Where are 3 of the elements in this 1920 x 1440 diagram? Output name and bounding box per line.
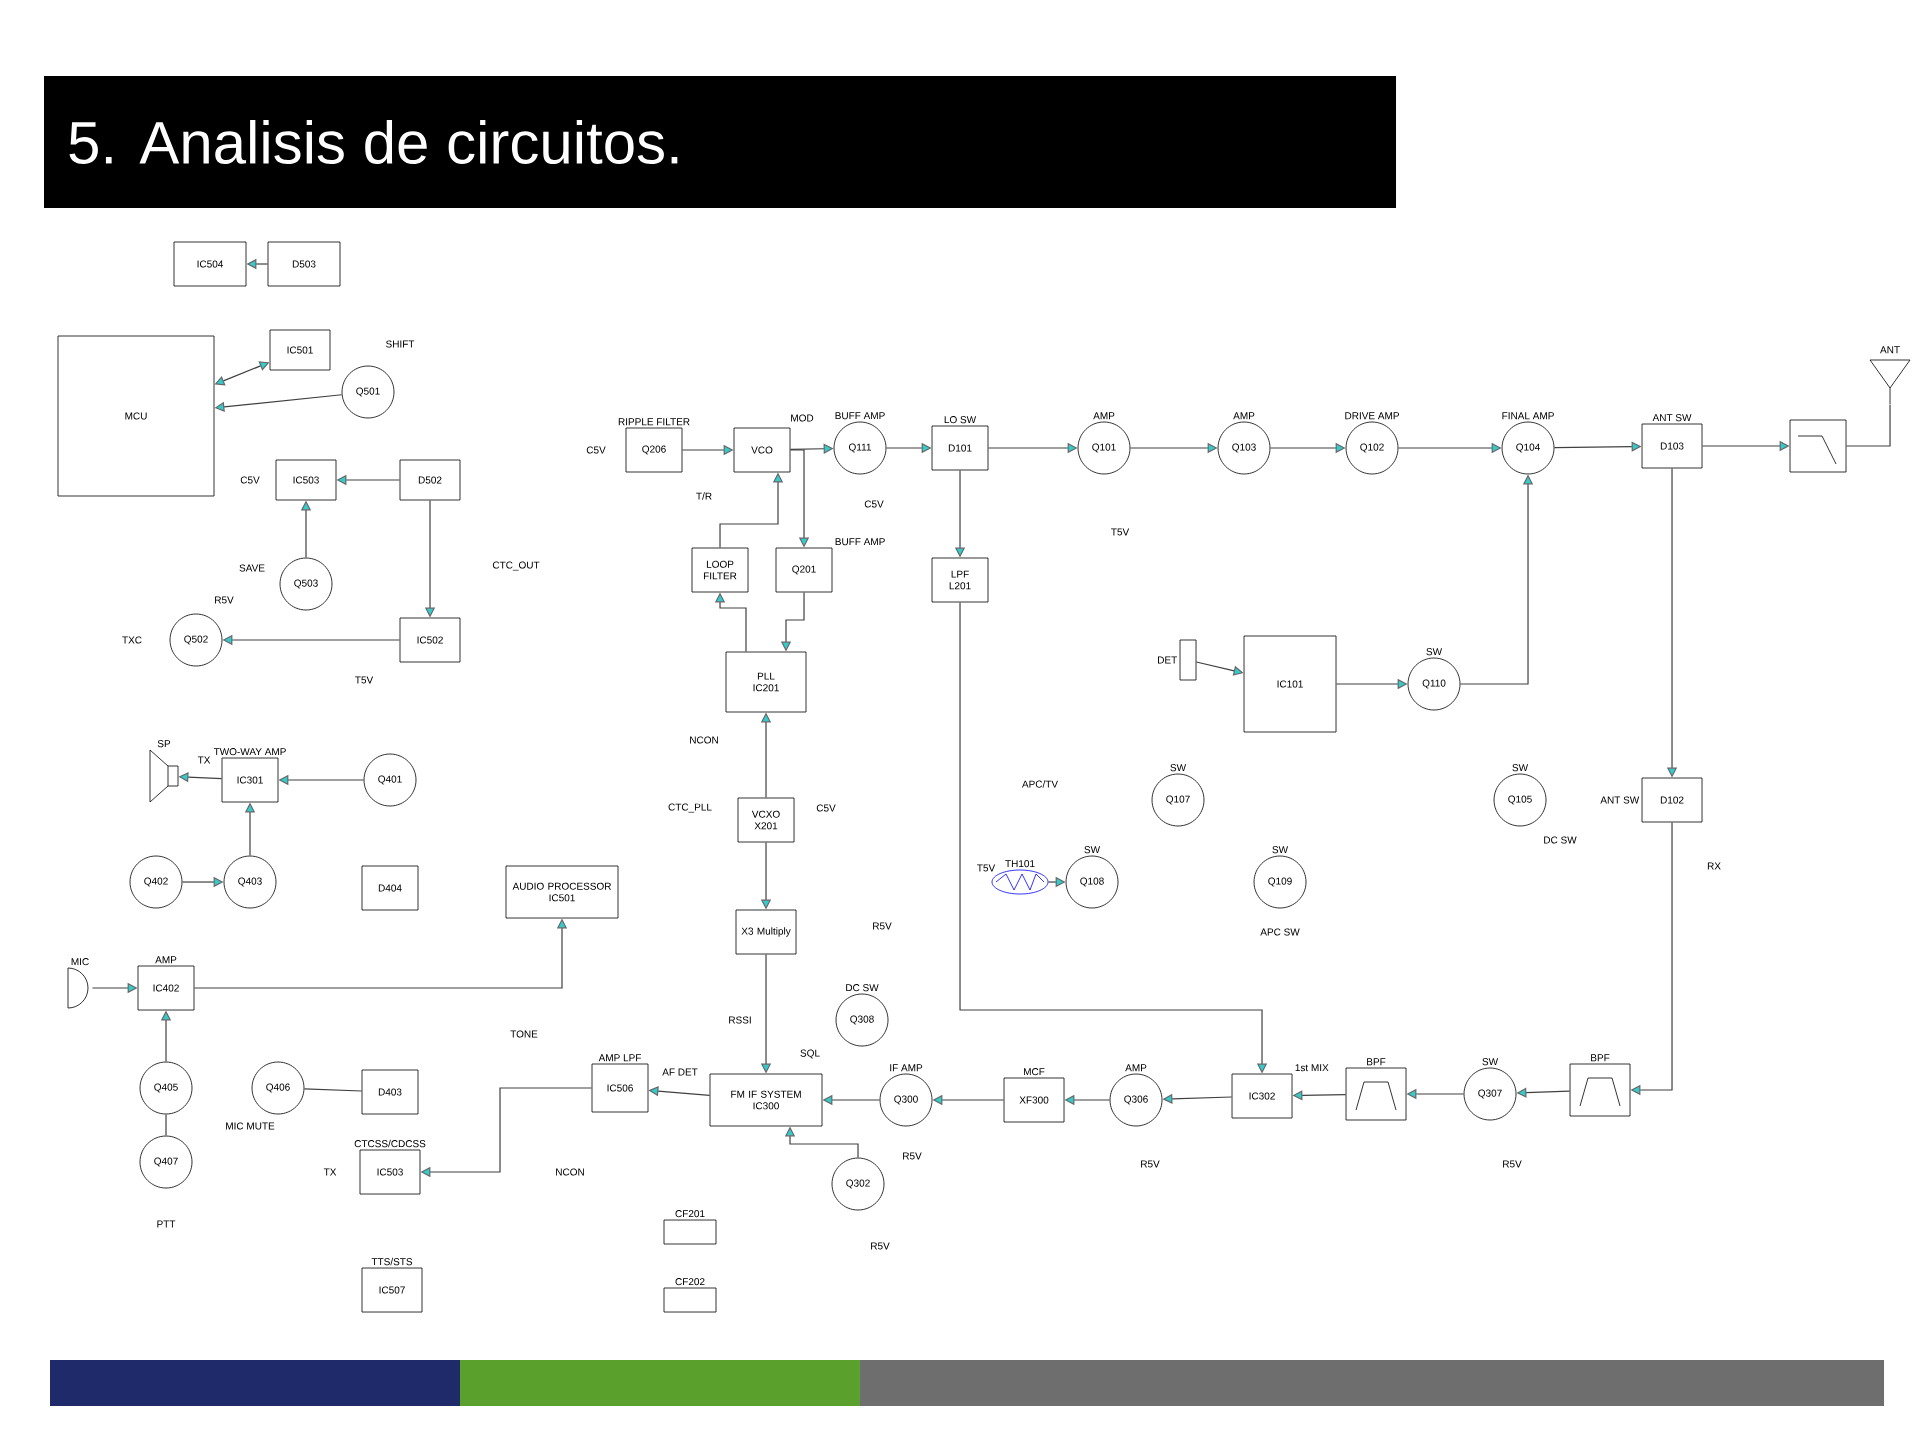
lowpass-filter-box <box>1789 419 1847 473</box>
title: 5. Analisis de circuitos. <box>69 119 678 165</box>
arrow <box>1845 403 1891 447</box>
